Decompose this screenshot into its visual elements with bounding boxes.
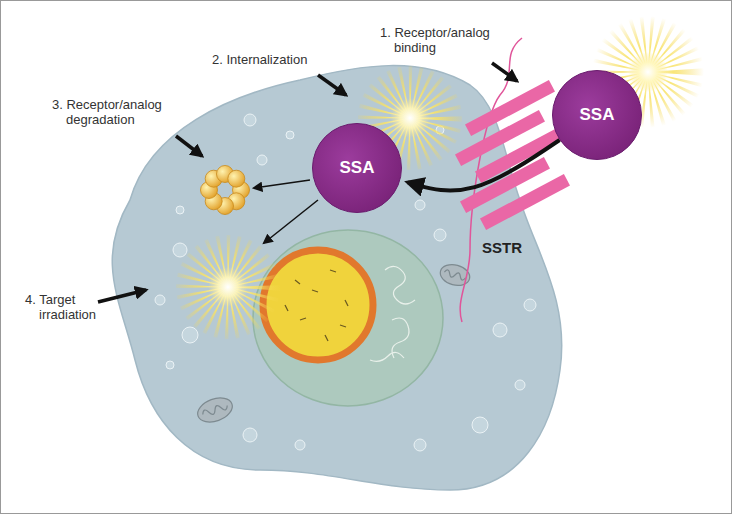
dna-strands [285,270,348,341]
step-label: 1. Receptor/analog binding [380,25,514,55]
pathway-arrow [254,180,310,188]
analog-circle-fill [313,124,402,213]
callout-pointer [492,63,517,81]
step-label: 3. Receptor/analog degradation [52,97,186,127]
receptor-label: SSTR [482,240,522,255]
analog-circle: SSA [552,70,642,160]
step-label: 4. Target irradiation [25,292,105,322]
receptor-bars [455,80,570,230]
radiation-burst [383,91,437,145]
analog-circle-fill [553,71,642,160]
nuclear-envelope [253,230,443,406]
chromatin [370,266,415,361]
binding-arrow [408,140,560,190]
radiation-burst [201,260,255,314]
cell-body [112,66,562,490]
analog-name: SSA [340,158,375,178]
analog-circle: SSA [312,123,402,213]
step-label: 2. Internalization [212,52,356,67]
callout-pointer [318,75,346,95]
callout-pointer [98,290,146,302]
pathway-arrow [264,200,318,243]
nucleolus [263,250,373,360]
analog-name: SSA [580,105,615,125]
mitochondrion [194,394,235,427]
callout-pointer [176,136,202,156]
degradation-beads [201,166,250,215]
